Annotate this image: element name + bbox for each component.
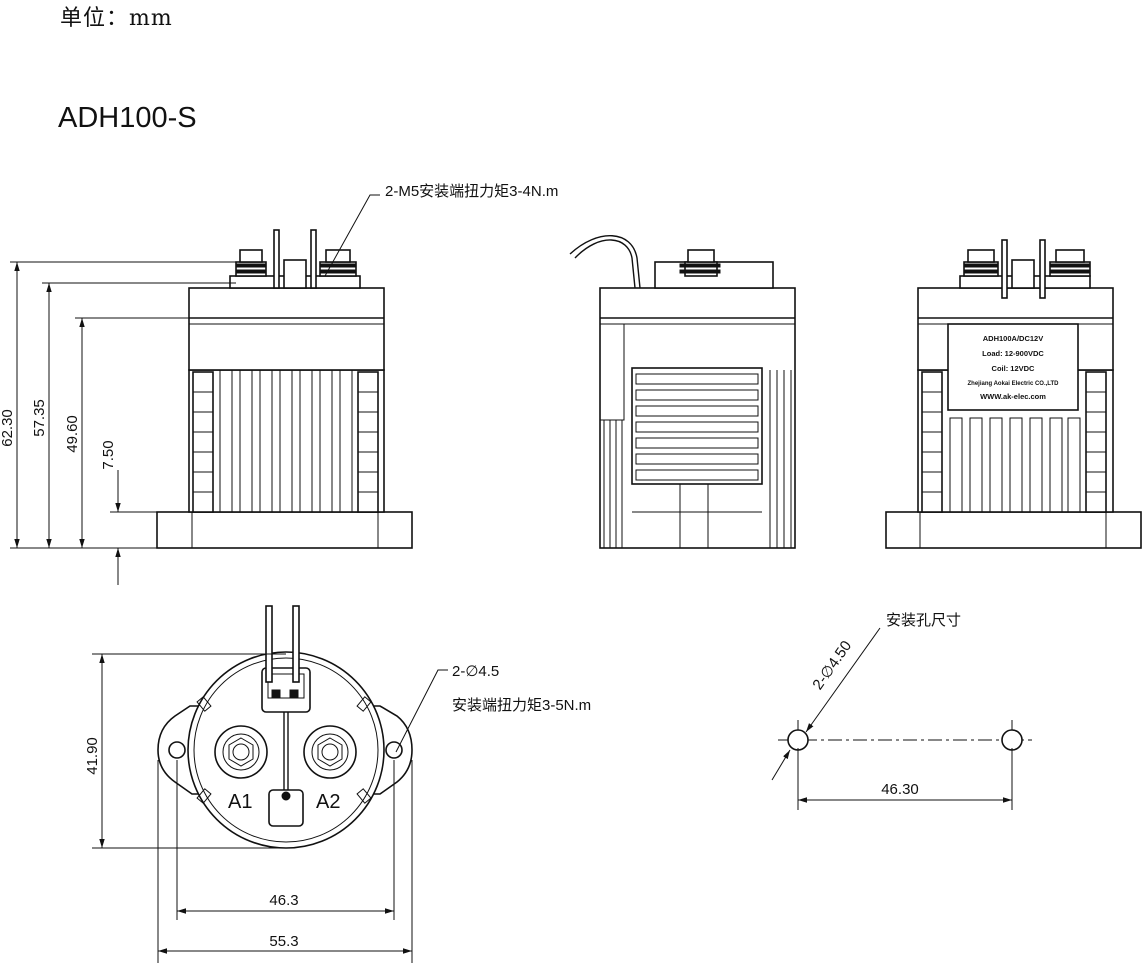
back-view — [885, 239, 1142, 549]
dim-total-height: 62.30 — [0, 409, 16, 447]
front-left-ribs — [192, 371, 214, 513]
top-hole-left — [168, 741, 186, 759]
dim-body-height: 49.60 — [64, 415, 81, 453]
front-view — [156, 194, 413, 549]
back-right-ribs — [1085, 371, 1107, 513]
hole-spec-label: 2-∅4.5 — [452, 663, 499, 680]
side-coil-wire — [574, 239, 636, 289]
mount-hole-right — [1001, 729, 1023, 751]
mounting-hole-pattern — [771, 627, 1032, 810]
side-coil-fins — [631, 367, 763, 485]
mount-hole-spec: 2-∅4.50 — [809, 638, 855, 693]
label-company-line: Zhejiang Aokai Electric CO.,LTD — [967, 381, 1059, 387]
side-view — [569, 235, 796, 549]
side-right-fins — [769, 370, 792, 548]
dim-overall-width: 55.3 — [269, 933, 298, 950]
unit-label: 单位：mm — [60, 6, 173, 31]
back-left-ribs — [921, 371, 943, 513]
front-terminal-note: 2-M5安装端扭力矩3-4N.m — [385, 183, 558, 200]
back-base-flange — [885, 511, 1142, 549]
dim-terminal-base: 57.35 — [31, 399, 48, 437]
front-body — [188, 369, 385, 513]
top-dimensions — [92, 653, 413, 963]
front-terminal-left — [235, 249, 267, 277]
model-title: ADH100-S — [58, 102, 197, 134]
mount-hole-title: 安装孔尺寸 — [886, 612, 961, 629]
hole-torque-note: 安装端扭力矩3-5N.m — [452, 697, 591, 714]
side-left-fins — [603, 420, 623, 548]
product-label-plate — [947, 323, 1079, 411]
front-base-flange — [156, 511, 413, 549]
dim-depth: 41.90 — [84, 737, 101, 775]
label-a1: A1 — [228, 791, 252, 813]
label-model-line: ADH100A/DC12V — [983, 334, 1043, 343]
front-terminal-right — [319, 249, 357, 277]
label-coil-line: Coil: 12VDC — [992, 364, 1036, 373]
top-view — [157, 605, 448, 849]
dim-hole-spacing: 46.3 — [269, 892, 298, 909]
label-a2: A2 — [316, 791, 340, 813]
dim-flange: 7.50 — [100, 440, 117, 469]
back-fins — [949, 417, 1081, 513]
front-cover — [188, 287, 385, 371]
top-hole-right — [385, 741, 403, 759]
label-website-line: WWW.ak-elec.com — [980, 392, 1046, 401]
front-dimensions — [10, 261, 240, 585]
label-load-line: Load: 12-900VDC — [982, 349, 1044, 358]
mount-hole-left — [787, 729, 809, 751]
mount-hole-spacing: 46.30 — [881, 781, 919, 798]
front-right-ribs — [357, 371, 379, 513]
